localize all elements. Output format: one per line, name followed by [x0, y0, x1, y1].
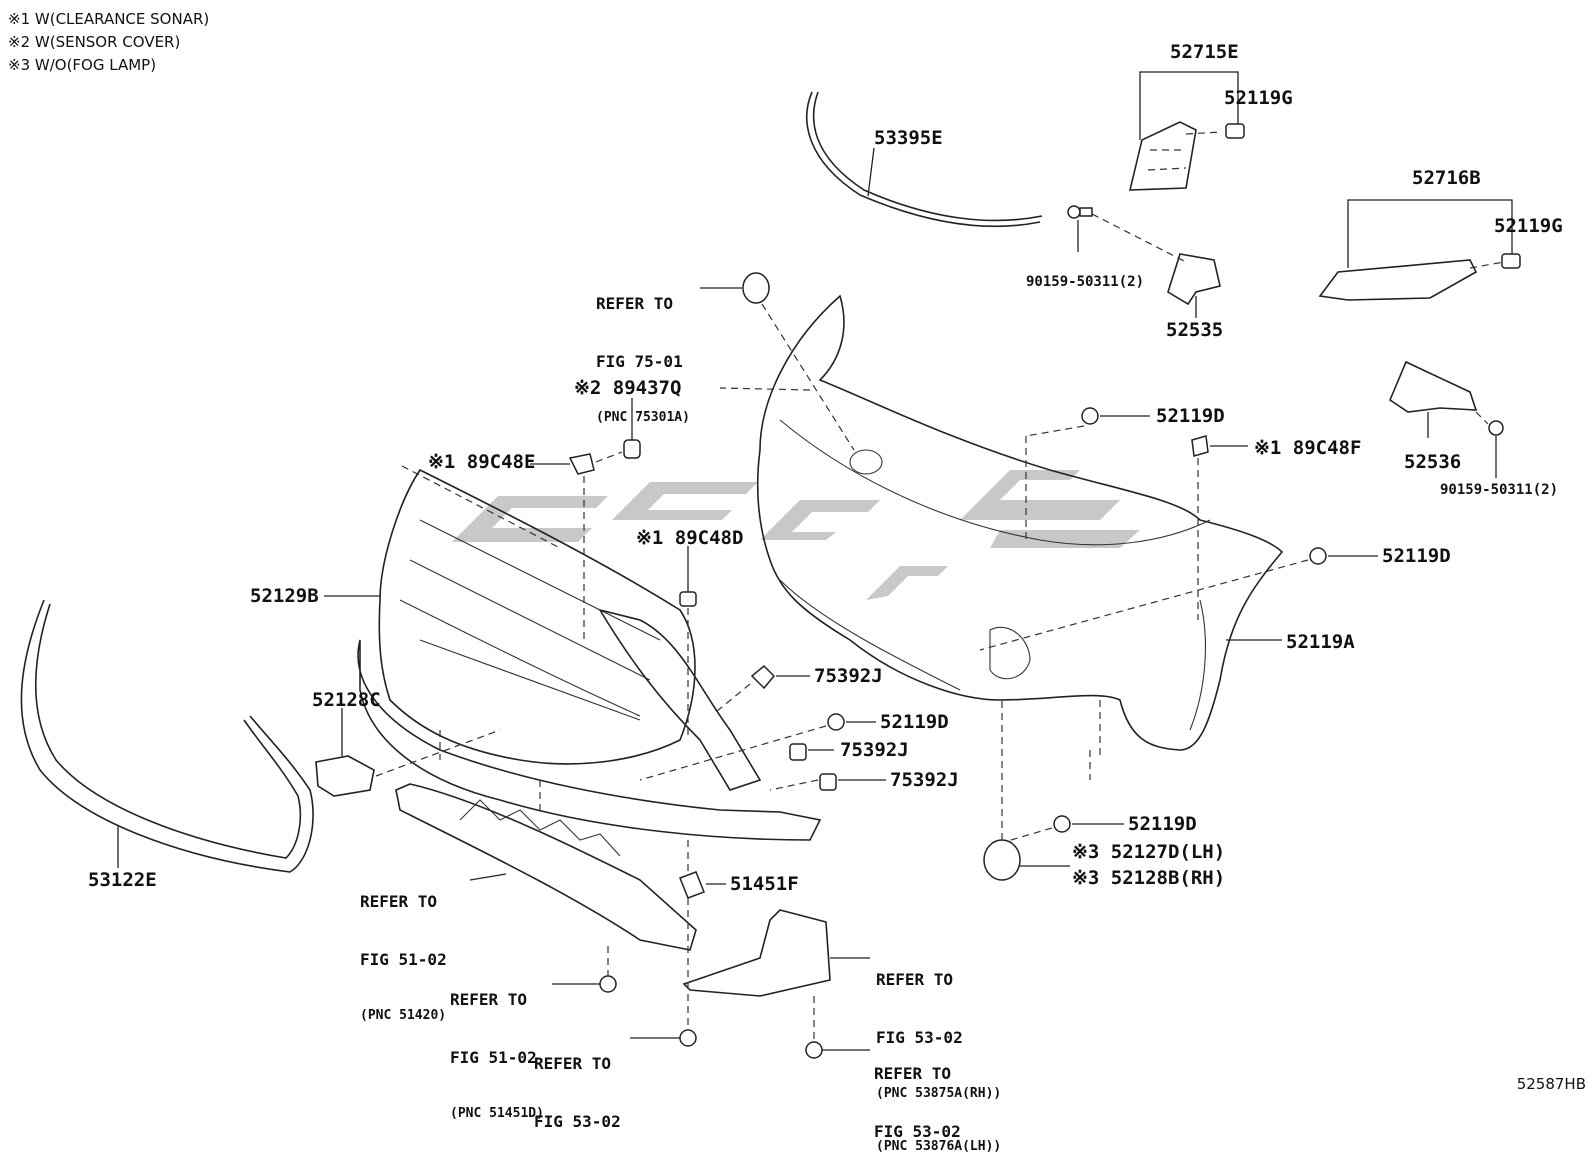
ref-fig-75-01-line1: REFER TO — [596, 294, 674, 313]
label-75392J-c: 75392J — [890, 769, 959, 791]
part-52536-bracket — [1389, 360, 1504, 478]
label-89437Q: ※2 89437Q — [574, 377, 682, 399]
note-fog-lamp: ※3 W/O(FOG LAMP) — [8, 56, 157, 74]
part-52119A-bumper-cover — [719, 294, 1284, 751]
ref-fig-75-01: REFER TO FIG 75-01 (PNC 75301A) — [596, 256, 690, 444]
ref-fig-51-02-a: REFER TO FIG 51-02 (PNC 51420) — [360, 854, 447, 1042]
ref-fig-51-02-b: REFER TO FIG 51-02 (PNC 51451D) — [450, 952, 544, 1140]
ref-fig-51-02-a-line2: FIG 51-02 — [360, 950, 447, 969]
part-52128C-bracket — [315, 708, 501, 797]
part-undercover — [395, 783, 697, 951]
label-90159-50311-a: 90159-50311(2) — [1026, 274, 1145, 290]
ref-fig-51-02-b-line1: REFER TO — [450, 990, 528, 1009]
watermark-logo — [452, 470, 1140, 600]
ref-fig-51-02-a-line3: (PNC 51420) — [360, 1008, 447, 1023]
label-52119D-a: 52119D — [1156, 405, 1225, 427]
ref-fig-53-02-b-line1: REFER TO — [534, 1054, 612, 1073]
emblem-part — [700, 272, 855, 451]
ref-fig-53-02-c-line2: FIG 53-02 — [874, 1122, 961, 1141]
part-53395E-molding — [806, 91, 1043, 228]
diagram-id: 52587HB — [1516, 1075, 1586, 1093]
label-52119G-b: 52119G — [1494, 215, 1563, 237]
note-clearance-sonar: ※1 W(CLEARANCE SONAR) — [8, 10, 210, 28]
ref-fig-53-02-a-line1: REFER TO — [876, 970, 954, 989]
part-52715E-bracket — [1128, 71, 1245, 191]
part-lower-panel — [357, 608, 822, 841]
label-90159-50311-b: 90159-50311(2) — [1440, 482, 1559, 498]
ref-fig-53-02-b-line2: FIG 53-02 — [534, 1112, 621, 1131]
label-53122E: 53122E — [88, 869, 157, 891]
ref-fig-75-01-line3: (PNC 75301A) — [596, 410, 690, 425]
label-52129B: 52129B — [250, 585, 319, 607]
part-52716B-bracket — [1318, 199, 1521, 301]
part-53122E-molding — [20, 599, 314, 873]
ref-fig-53-02-a-line2: FIG 53-02 — [876, 1028, 963, 1047]
label-51451F: 51451F — [730, 873, 799, 895]
ref-fig-53-02-b: REFER TO FIG 53-02 — [534, 1016, 621, 1151]
label-52536: 52536 — [1404, 451, 1462, 473]
label-52119G-a: 52119G — [1224, 87, 1293, 109]
label-52119A: 52119A — [1286, 631, 1355, 653]
ref-fig-75-01-line2: FIG 75-01 — [596, 352, 683, 371]
note-sensor-cover: ※2 W(SENSOR COVER) — [8, 33, 181, 51]
label-89C48E: ※1 89C48E — [428, 451, 536, 473]
label-52119D-d: 52119D — [1128, 813, 1197, 835]
label-52119D-b: 52119D — [1382, 545, 1451, 567]
label-53395E: 53395E — [874, 127, 943, 149]
label-52128B-RH: ※3 52128B(RH) — [1072, 867, 1226, 889]
label-75392J-b: 75392J — [840, 739, 909, 761]
label-89C48D: ※1 89C48D — [636, 527, 744, 549]
part-mudguard — [682, 909, 870, 997]
legend-notes: ※1 W(CLEARANCE SONAR) ※2 W(SENSOR COVER)… — [8, 8, 209, 77]
ref-fig-53-02-c: REFER TO FIG 53-02 — [874, 1026, 961, 1161]
label-75392J-a: 75392J — [814, 665, 883, 687]
label-89C48F: ※1 89C48F — [1254, 437, 1362, 459]
part-52129B-grille — [324, 465, 696, 765]
ref-fig-53-02-c-line1: REFER TO — [874, 1064, 952, 1083]
parts-diagram — [20, 71, 1521, 1059]
ref-fig-51-02-b-line2: FIG 51-02 — [450, 1048, 537, 1067]
label-52119D-c: 52119D — [880, 711, 949, 733]
label-52535: 52535 — [1166, 319, 1224, 341]
fasteners — [439, 398, 1378, 1059]
label-52715E: 52715E — [1170, 41, 1239, 63]
label-52128C: 52128C — [312, 689, 381, 711]
ref-fig-51-02-b-line3: (PNC 51451D) — [450, 1106, 544, 1121]
label-52716B: 52716B — [1412, 167, 1481, 189]
ref-fig-53-02-a-line3: (PNC 53875A(RH)) — [876, 1086, 1002, 1101]
ref-fig-51-02-a-line1: REFER TO — [360, 892, 438, 911]
label-52127D-LH: ※3 52127D(LH) — [1072, 841, 1226, 863]
part-52535-bracket — [1067, 205, 1221, 318]
